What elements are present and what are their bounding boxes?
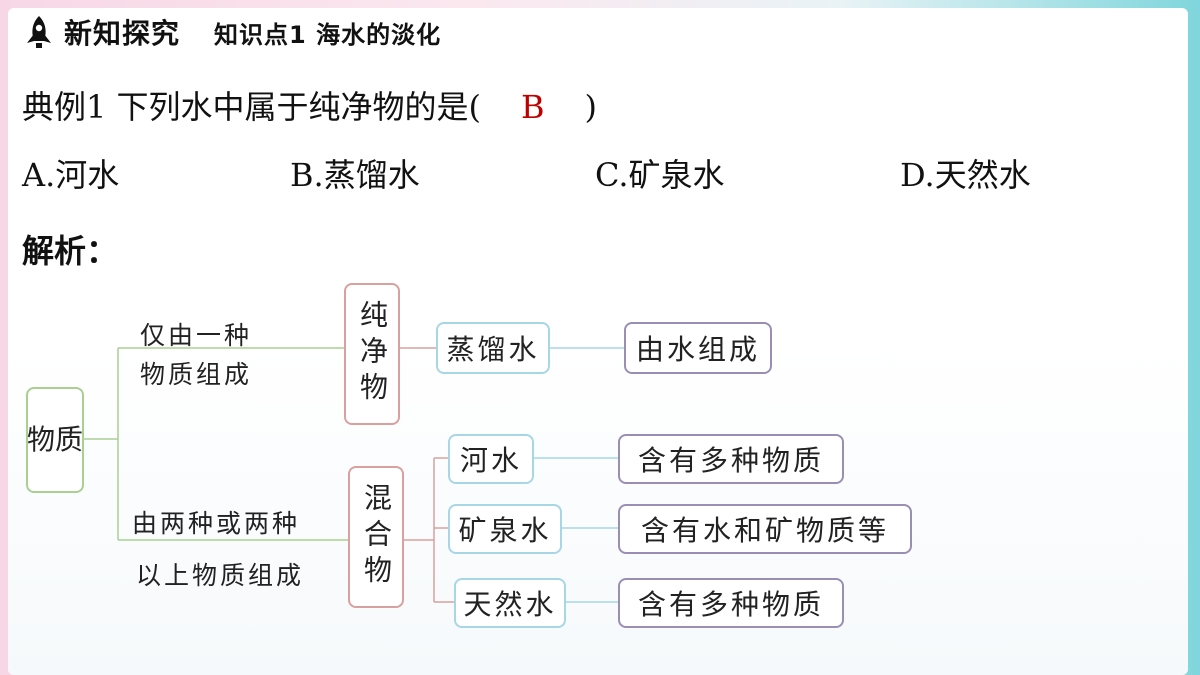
reason-label: 含有多种物质 bbox=[637, 444, 824, 477]
mixture-label: 混合物 bbox=[360, 483, 393, 591]
root-node: 物质 bbox=[26, 387, 84, 493]
reason-node-mineral-water: 含有水和矿物质等 bbox=[618, 504, 912, 554]
reason-node-distilled-water: 由水组成 bbox=[624, 322, 772, 374]
option-c: C.矿泉水 bbox=[595, 156, 725, 194]
mixture-condition-line2: 以上物质组成 bbox=[136, 561, 305, 590]
option-a: A.河水 bbox=[22, 156, 120, 194]
reason-node-natural-water: 含有多种物质 bbox=[618, 578, 844, 628]
content-panel bbox=[8, 8, 1188, 675]
pure-substance-node: 纯净物 bbox=[344, 283, 400, 425]
answer-text: B bbox=[521, 88, 545, 126]
example-label: 河水 bbox=[459, 444, 522, 477]
root-label: 物质 bbox=[27, 423, 84, 456]
example-node-mineral-water: 矿泉水 bbox=[448, 504, 562, 554]
reason-node-river-water: 含有多种物质 bbox=[618, 434, 844, 484]
mixture-condition-line1: 由两种或两种 bbox=[132, 509, 301, 538]
reason-label: 由水组成 bbox=[635, 333, 760, 366]
pure-condition-line2: 物质组成 bbox=[140, 360, 253, 389]
section-title: 新知探究 bbox=[64, 17, 181, 50]
panel-background-fade bbox=[8, 345, 1188, 675]
pure-condition-line1: 仅由一种 bbox=[140, 321, 253, 350]
example-label: 天然水 bbox=[463, 588, 557, 621]
question-stem: 典例1 下列水中属于纯净物的是( B) bbox=[22, 82, 597, 128]
option-d: D.天然水 bbox=[900, 156, 1031, 194]
pure-substance-label: 纯净物 bbox=[356, 300, 389, 408]
option-b: B.蒸馏水 bbox=[290, 156, 420, 194]
rocket-icon bbox=[27, 16, 51, 48]
slide-header: 新知探究 知识点1 海水的淡化 bbox=[22, 12, 441, 52]
analysis-label: 解析： bbox=[22, 232, 119, 270]
example-node-river-water: 河水 bbox=[448, 434, 534, 484]
example-label: 矿泉水 bbox=[458, 514, 552, 547]
question-text: 典例1 下列水中属于纯净物的是( bbox=[22, 88, 482, 126]
reason-label: 含有水和矿物质等 bbox=[640, 514, 889, 547]
question-close: ) bbox=[584, 88, 598, 126]
example-label: 蒸馏水 bbox=[446, 333, 540, 366]
topic-title: 知识点1 海水的淡化 bbox=[214, 20, 442, 49]
reason-label: 含有多种物质 bbox=[637, 588, 824, 621]
example-node-distilled-water: 蒸馏水 bbox=[436, 322, 550, 374]
mixture-node: 混合物 bbox=[348, 466, 404, 608]
example-node-natural-water: 天然水 bbox=[454, 578, 566, 628]
